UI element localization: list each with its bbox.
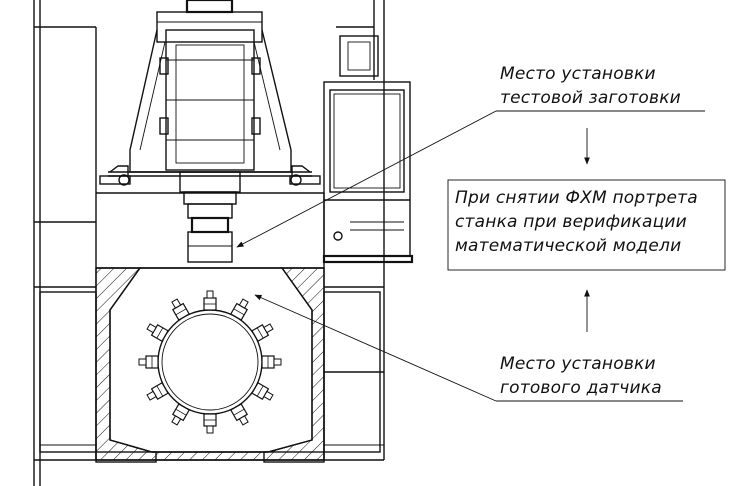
spindle-head (99, 0, 321, 263)
tool-holder (203, 413, 217, 434)
test-blank-label-line2: тестовой заготовки (500, 88, 681, 108)
annotation-test-blank: Место установки тестовой заготовки (236, 64, 705, 248)
tool-holder (261, 355, 282, 369)
tool-holder (171, 403, 191, 426)
tool-holder (146, 323, 169, 343)
tool-holder (251, 323, 274, 343)
tool-holder (146, 381, 169, 401)
tool-holder (251, 381, 274, 401)
tool-holder (229, 298, 249, 321)
sensor-label-line2: готового датчика (500, 378, 662, 398)
machine-frame (33, 0, 385, 486)
test-blank-label-line1: Место установки (500, 64, 656, 84)
tool-holder (229, 403, 249, 426)
note-line1: При снятии ФХМ портрета (455, 188, 698, 208)
tool-holder (171, 298, 191, 321)
tool-holder (138, 355, 159, 369)
note-line3: математической модели (455, 236, 681, 256)
annotation-sensor: Место установки готового датчика (254, 294, 683, 402)
note-line2: станка при верификации (455, 212, 687, 232)
verification-note: При снятии ФХМ портрета станка при вериф… (447, 128, 726, 332)
control-panel (322, 35, 414, 264)
tool-holder (203, 290, 217, 311)
tool-turret (138, 290, 282, 434)
sensor-label-line1: Место установки (500, 354, 656, 374)
